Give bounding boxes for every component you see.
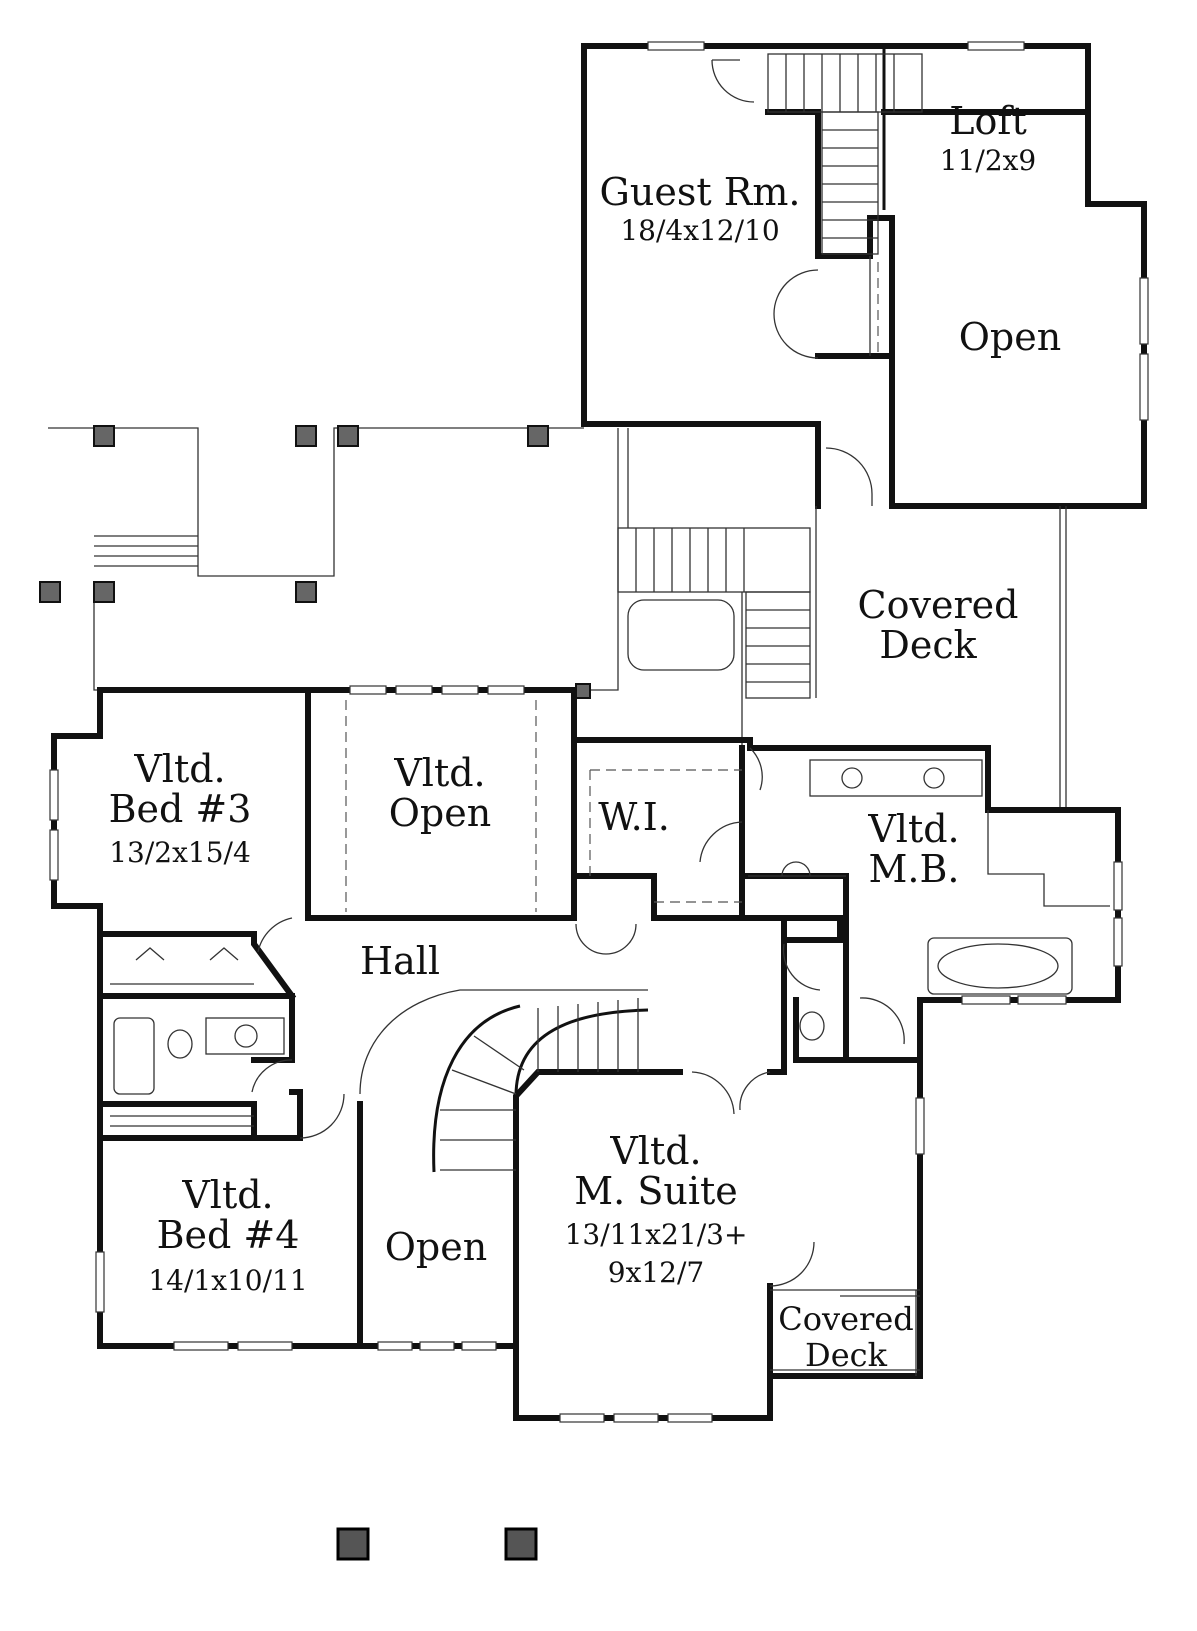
room-label-bed3: Vltd. Bed #3 13/2x15/4	[109, 747, 252, 869]
msuite-size2: 9x12/7	[608, 1256, 704, 1289]
hall-label: Hall	[360, 939, 440, 983]
bed3-line2: Bed #3	[109, 787, 252, 831]
curved-stair	[359, 989, 649, 1173]
upper-block-walls	[581, 43, 1147, 509]
mb-line1: Vltd.	[867, 807, 959, 851]
open-upper-label: Open	[959, 315, 1061, 359]
room-label-bed4: Vltd. Bed #4 14/1x10/11	[148, 1173, 307, 1297]
vltd-open-line1: Vltd.	[393, 751, 485, 795]
room-label-loft: Loft 11/2x9	[940, 99, 1036, 177]
porch-outline	[48, 427, 629, 691]
vltd-open-line2: Open	[389, 791, 491, 835]
room-label-mb: Vltd. M.B.	[867, 807, 959, 891]
msuite-line2: M. Suite	[574, 1169, 738, 1213]
posts	[39, 425, 591, 1561]
msuite-size1: 13/11x21/3+	[565, 1218, 748, 1251]
bed3-line1: Vltd.	[133, 747, 225, 791]
mb-line2: M.B.	[869, 847, 960, 891]
interior-details	[110, 700, 1110, 1127]
guest-doors	[711, 59, 873, 506]
msuite-line1: Vltd.	[609, 1129, 701, 1173]
upper-stair	[767, 53, 923, 255]
bed3-size: 13/2x15/4	[109, 836, 251, 869]
guest-room-name: Guest Rm.	[600, 170, 801, 214]
bed4-line2: Bed #4	[157, 1213, 300, 1257]
covered-deck-main-line1: Covered	[858, 583, 1019, 627]
room-label-vltd-open: Vltd. Open	[389, 751, 491, 835]
upper-windows	[647, 41, 1149, 421]
room-label-covered-deck-small: Covered Deck	[778, 1300, 913, 1374]
covered-deck-small-line2: Deck	[805, 1336, 888, 1374]
small-deck	[770, 1289, 920, 1376]
guest-room-size: 18/4x12/10	[620, 214, 779, 247]
covered-deck-small-line1: Covered	[778, 1300, 913, 1338]
loft-size: 11/2x9	[940, 144, 1036, 177]
room-label-msuite: Vltd. M. Suite 13/11x21/3+ 9x12/7	[565, 1129, 748, 1289]
bed4-line1: Vltd.	[181, 1173, 273, 1217]
bed4-size: 14/1x10/11	[148, 1264, 307, 1297]
wi-label: W.I.	[598, 795, 670, 839]
room-label-covered-deck-main: Covered Deck	[858, 583, 1019, 667]
covered-deck-main-line2: Deck	[879, 623, 977, 667]
open-lower-label: Open	[385, 1225, 487, 1269]
main-walls	[51, 687, 1121, 1421]
loft-name: Loft	[949, 99, 1026, 143]
doors	[251, 747, 905, 1287]
room-label-guest: Guest Rm. 18/4x12/10	[600, 170, 801, 247]
main-windows	[49, 685, 1123, 1423]
deck-stair	[617, 506, 1067, 808]
